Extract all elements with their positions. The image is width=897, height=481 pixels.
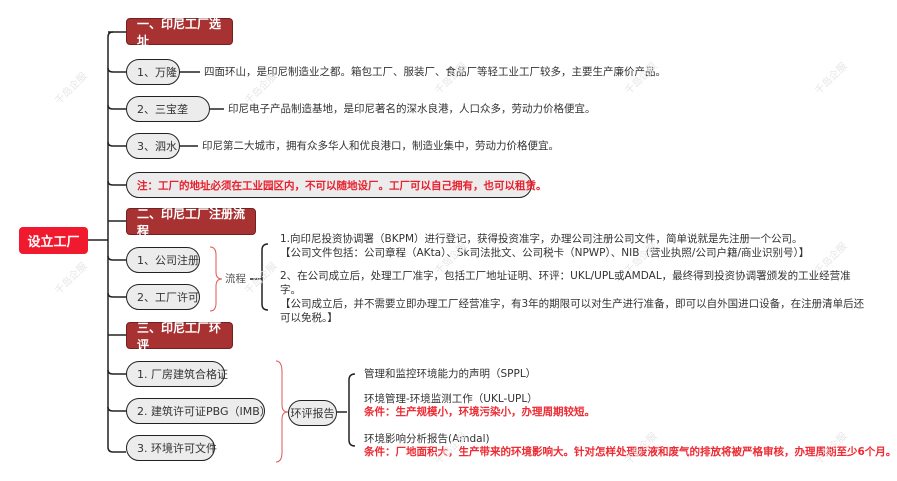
item-building-certificate[interactable]: 1. 厂房建筑合格证 xyxy=(126,361,228,387)
report-ukl-upl-condition: 条件：生产规模小，环境污染小，办理周期较短。 xyxy=(364,406,595,418)
item-factory-permit[interactable]: 2、工厂许可 xyxy=(126,284,200,310)
report-amdal: 环境影响分析报告(Amdal) xyxy=(364,433,490,445)
report-amdal-condition: 条件：厂地面积大，生产带来的环境影响大。针对怎样处理废液和废气的排放将被严格审核… xyxy=(364,446,897,458)
process-detail-2: 【公司文件包括：公司章程（AKta）、Sk司法批文、公司税卡（NPWP）、NIB… xyxy=(280,247,810,259)
item-surabaya-desc: 印尼第二大城市，拥有众多华人和优良港口，制造业集中，劳动力价格便宜。 xyxy=(202,140,559,152)
section-2-header[interactable]: 二、印尼工厂注册流程 xyxy=(126,207,256,238)
section-1-header[interactable]: 一、印尼工厂选址 xyxy=(126,17,233,48)
section-3-header[interactable]: 三、印尼工厂环评 xyxy=(126,321,233,352)
item-bandung[interactable]: 1、万隆 xyxy=(126,59,180,85)
item-semarang[interactable]: 2、三宝垄 xyxy=(126,96,210,122)
process-detail-4: 字。 xyxy=(280,284,301,296)
item-bandung-desc: 四面环山，是印尼制造业之都。箱包工厂、服装厂、食品厂等轻工业工厂较多，主要生产廉… xyxy=(204,66,666,78)
env-report-node[interactable]: 环评报告 xyxy=(288,400,337,426)
item-semarang-desc: 印尼电子产品制造基地，是印尼著名的深水良港，人口众多，劳动力价格便宜。 xyxy=(228,103,596,115)
item-company-registration[interactable]: 1、公司注册 xyxy=(126,247,200,273)
process-detail-1: 1.向印尼投资协调署（BKPM）进行登记，获得投资准字，办理公司注册公司文件，简… xyxy=(280,233,803,245)
item-building-permit[interactable]: 2. 建筑许可证PBG（IMB） xyxy=(126,398,271,424)
process-detail-3: 2、在公司成立后，处理工厂准字，包括工厂地址证明、环评：UKL/UPL或AMDA… xyxy=(280,270,851,282)
root-node[interactable]: 设立工厂 xyxy=(19,227,88,254)
location-note[interactable]: 注：工厂的地址必须在工业园区内，不可以随地设厂。工厂可以自己拥有，也可以租赁。 xyxy=(126,172,547,198)
process-detail-6: 可以免税。】 xyxy=(280,312,338,324)
report-sppl: 管理和监控环境能力的声明（SPPL） xyxy=(364,368,537,380)
item-surabaya[interactable]: 3、泗水 xyxy=(126,133,180,159)
process-detail-5: 【公司成立后，并不需要立即办理工厂经营准字，有3年的期限可以对生产进行准备，即可… xyxy=(280,298,865,310)
item-environment-permit[interactable]: 3. 环境许可文件 xyxy=(126,435,217,461)
process-label: 流程 xyxy=(225,273,246,285)
report-ukl-upl: 环境管理-环境监测工作（UKL-UPL） xyxy=(364,393,538,405)
